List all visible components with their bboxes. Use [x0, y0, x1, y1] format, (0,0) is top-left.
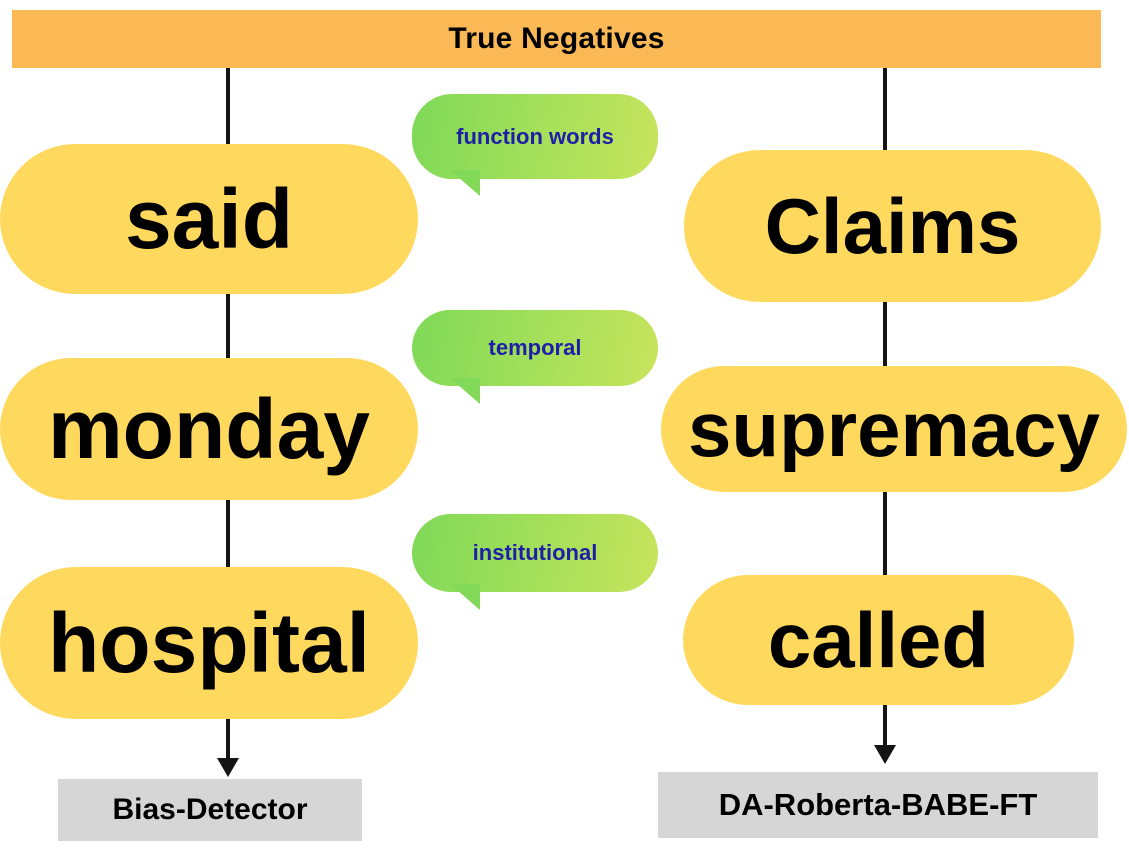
- word-pill-label: hospital: [47, 596, 370, 690]
- word-pill-monday[interactable]: monday: [0, 358, 418, 500]
- annotation-bubble-label: temporal: [488, 335, 582, 361]
- model-box-bias-detector[interactable]: Bias-Detector: [58, 779, 362, 841]
- annotation-bubble-label: institutional: [472, 540, 598, 566]
- true-negatives-header: True Negatives: [12, 10, 1101, 68]
- connector-left-monday-to-hospital: [226, 497, 230, 571]
- arrow-head-left: [217, 758, 239, 777]
- annotation-bubble-temporal[interactable]: temporal: [412, 310, 658, 386]
- word-pill-label: Claims: [764, 182, 1021, 270]
- word-pill-label: supremacy: [688, 385, 1100, 473]
- connector-right-claims-to-supremacy: [883, 298, 887, 368]
- annotation-bubble-label: function words: [456, 123, 614, 149]
- word-pill-supremacy[interactable]: supremacy: [661, 366, 1127, 492]
- bubble-tail-temporal: [434, 378, 480, 404]
- word-pill-hospital[interactable]: hospital: [0, 567, 418, 719]
- connector-left-said-to-monday: [226, 292, 230, 364]
- model-box-da-roberta-babe-ft[interactable]: DA-Roberta-BABE-FT: [658, 772, 1098, 838]
- connector-left-header-to-said: [226, 68, 230, 154]
- word-pill-label: monday: [47, 382, 371, 476]
- connector-right-header-to-claims: [883, 68, 887, 156]
- arrow-head-right: [874, 745, 896, 764]
- word-pill-label: called: [767, 596, 990, 684]
- connector-left-hospital-to-model: [226, 717, 230, 761]
- word-pill-said[interactable]: said: [0, 144, 418, 294]
- model-box-label: Bias-Detector: [112, 793, 308, 826]
- connector-right-supremacy-to-called: [883, 489, 887, 575]
- model-box-label: DA-Roberta-BABE-FT: [718, 787, 1038, 822]
- word-pill-claims[interactable]: Claims: [684, 150, 1101, 302]
- bubble-tail-institutional: [434, 584, 480, 610]
- page-title: True Negatives: [448, 22, 665, 55]
- word-pill-label: said: [124, 172, 294, 266]
- connector-right-called-to-model: [883, 704, 887, 748]
- annotation-bubble-function-words[interactable]: function words: [412, 94, 658, 179]
- annotation-bubble-institutional[interactable]: institutional: [412, 514, 658, 592]
- bubble-tail-function-words: [434, 170, 480, 196]
- word-pill-called[interactable]: called: [683, 575, 1074, 705]
